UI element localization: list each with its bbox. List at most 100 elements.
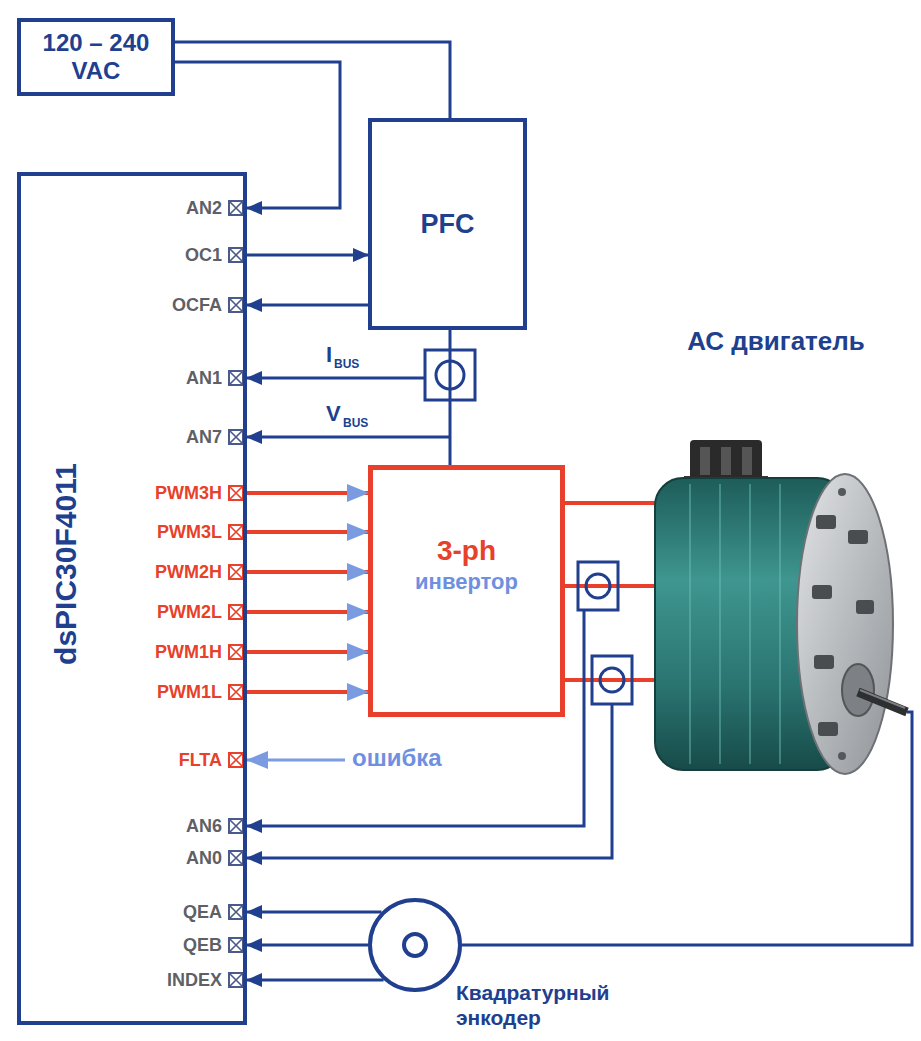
sensor-box: [578, 562, 618, 610]
motor-label: АС двигатель: [687, 326, 865, 357]
fault-arrow: [247, 759, 345, 762]
pin-square: [229, 525, 243, 539]
sensor-ring: [586, 574, 610, 598]
block-label: PFC: [421, 208, 475, 240]
vent: [816, 515, 836, 529]
pin-square: [229, 905, 243, 919]
pin-square: [229, 371, 243, 385]
block-label: инвертор: [415, 568, 518, 596]
signal-wire: [247, 610, 584, 826]
encoder-disc: [370, 900, 460, 990]
hub: [842, 664, 874, 716]
chip-name: dsPIC30F4011: [51, 463, 81, 665]
signal-connector: [175, 42, 450, 118]
pin-name: QEB: [183, 935, 222, 955]
pin-square: [229, 645, 243, 659]
encoder-hub: [404, 934, 426, 956]
pin-square: [229, 753, 243, 767]
pwm-arrow: [247, 491, 368, 495]
phase-current-sensors: [578, 562, 632, 704]
encoder-circle: Квадратурный энкодер: [368, 898, 462, 992]
shaft: [858, 692, 907, 712]
sensor-ring: [600, 668, 624, 692]
encoder-label: Квадратурный энкодер: [456, 980, 636, 1030]
signal-name: V: [326, 403, 341, 425]
fault-label: ошибка: [352, 746, 442, 770]
pin-name: AN7: [186, 427, 222, 447]
signal-connector: [247, 944, 368, 947]
pwm-arrow: [247, 690, 368, 694]
bolt: [838, 752, 846, 760]
vent: [814, 655, 834, 669]
pin-name: OC1: [185, 245, 222, 265]
signal-wire: [247, 704, 612, 858]
end-cap: [797, 474, 893, 774]
pwm-arrow: [247, 570, 368, 574]
phase-wire: [565, 501, 645, 505]
bolt: [838, 488, 846, 496]
pin-square: [229, 248, 243, 262]
signal-wire: [247, 377, 425, 380]
motor-ribs: [690, 484, 780, 764]
signal-subscript: BUS: [343, 417, 368, 429]
pin-square: [229, 973, 243, 987]
terminal-pin: [721, 447, 731, 475]
signal-connector: [175, 62, 340, 208]
motor-node: АС двигатель: [645, 318, 907, 790]
pin-square: [229, 819, 243, 833]
pin-name: OCFA: [172, 295, 222, 315]
sensor-box: [425, 350, 475, 400]
pin-square: [229, 851, 243, 865]
pin-square: [229, 685, 243, 699]
sensor-ring: [436, 361, 464, 389]
inverter-box: 3-phинвертор: [368, 465, 565, 717]
motor-illustration: [645, 440, 907, 774]
signal-connector: [247, 304, 368, 307]
pwm-arrow: [247, 650, 368, 654]
pin-name: FLTA: [179, 750, 222, 770]
sensor-box: [592, 656, 632, 704]
signal-wire: [247, 436, 450, 439]
vent: [848, 530, 868, 544]
pin-square: [229, 298, 243, 312]
pin-name: AN0: [186, 848, 222, 868]
pin-name: QEA: [183, 902, 222, 922]
pin-name: PWM3H: [155, 483, 222, 503]
pwm-arrow: [247, 530, 368, 534]
pin-name: PWM2H: [155, 562, 222, 582]
vent: [818, 722, 838, 736]
signal-subscript: BUS: [334, 358, 359, 370]
supply-label: 120 – 240 VAC: [27, 29, 165, 84]
block-label: 3-ph: [437, 533, 496, 568]
pwm-arrow: [247, 610, 368, 614]
encoder-outline: [368, 898, 462, 992]
pin-square: [229, 486, 243, 500]
pin-name: PWM1L: [157, 682, 222, 702]
signal-name: I: [326, 344, 332, 366]
pin-square: [229, 430, 243, 444]
bus-current-sensor: [425, 350, 475, 400]
signal-connector: [247, 254, 368, 257]
pin-name: INDEX: [167, 970, 222, 990]
power-source-box: 120 – 240 VAC: [17, 18, 175, 96]
pin-square: [229, 201, 243, 215]
pin-name: PWM1H: [155, 642, 222, 662]
vent: [856, 600, 874, 614]
pin-name: AN2: [186, 198, 222, 218]
signal-connector: [247, 979, 384, 982]
pin-name: AN6: [186, 816, 222, 836]
signal-connector: [247, 911, 382, 914]
terminal-pin: [742, 447, 752, 475]
pin-square: [229, 605, 243, 619]
pin-squares: [229, 201, 243, 987]
pin-square: [229, 565, 243, 579]
terminal-pin: [700, 447, 710, 475]
pin-name: AN1: [186, 368, 222, 388]
pfc-box: PFC: [368, 118, 527, 330]
pin-square: [229, 938, 243, 952]
vent: [812, 585, 832, 599]
shaft-highlight: [860, 690, 905, 708]
